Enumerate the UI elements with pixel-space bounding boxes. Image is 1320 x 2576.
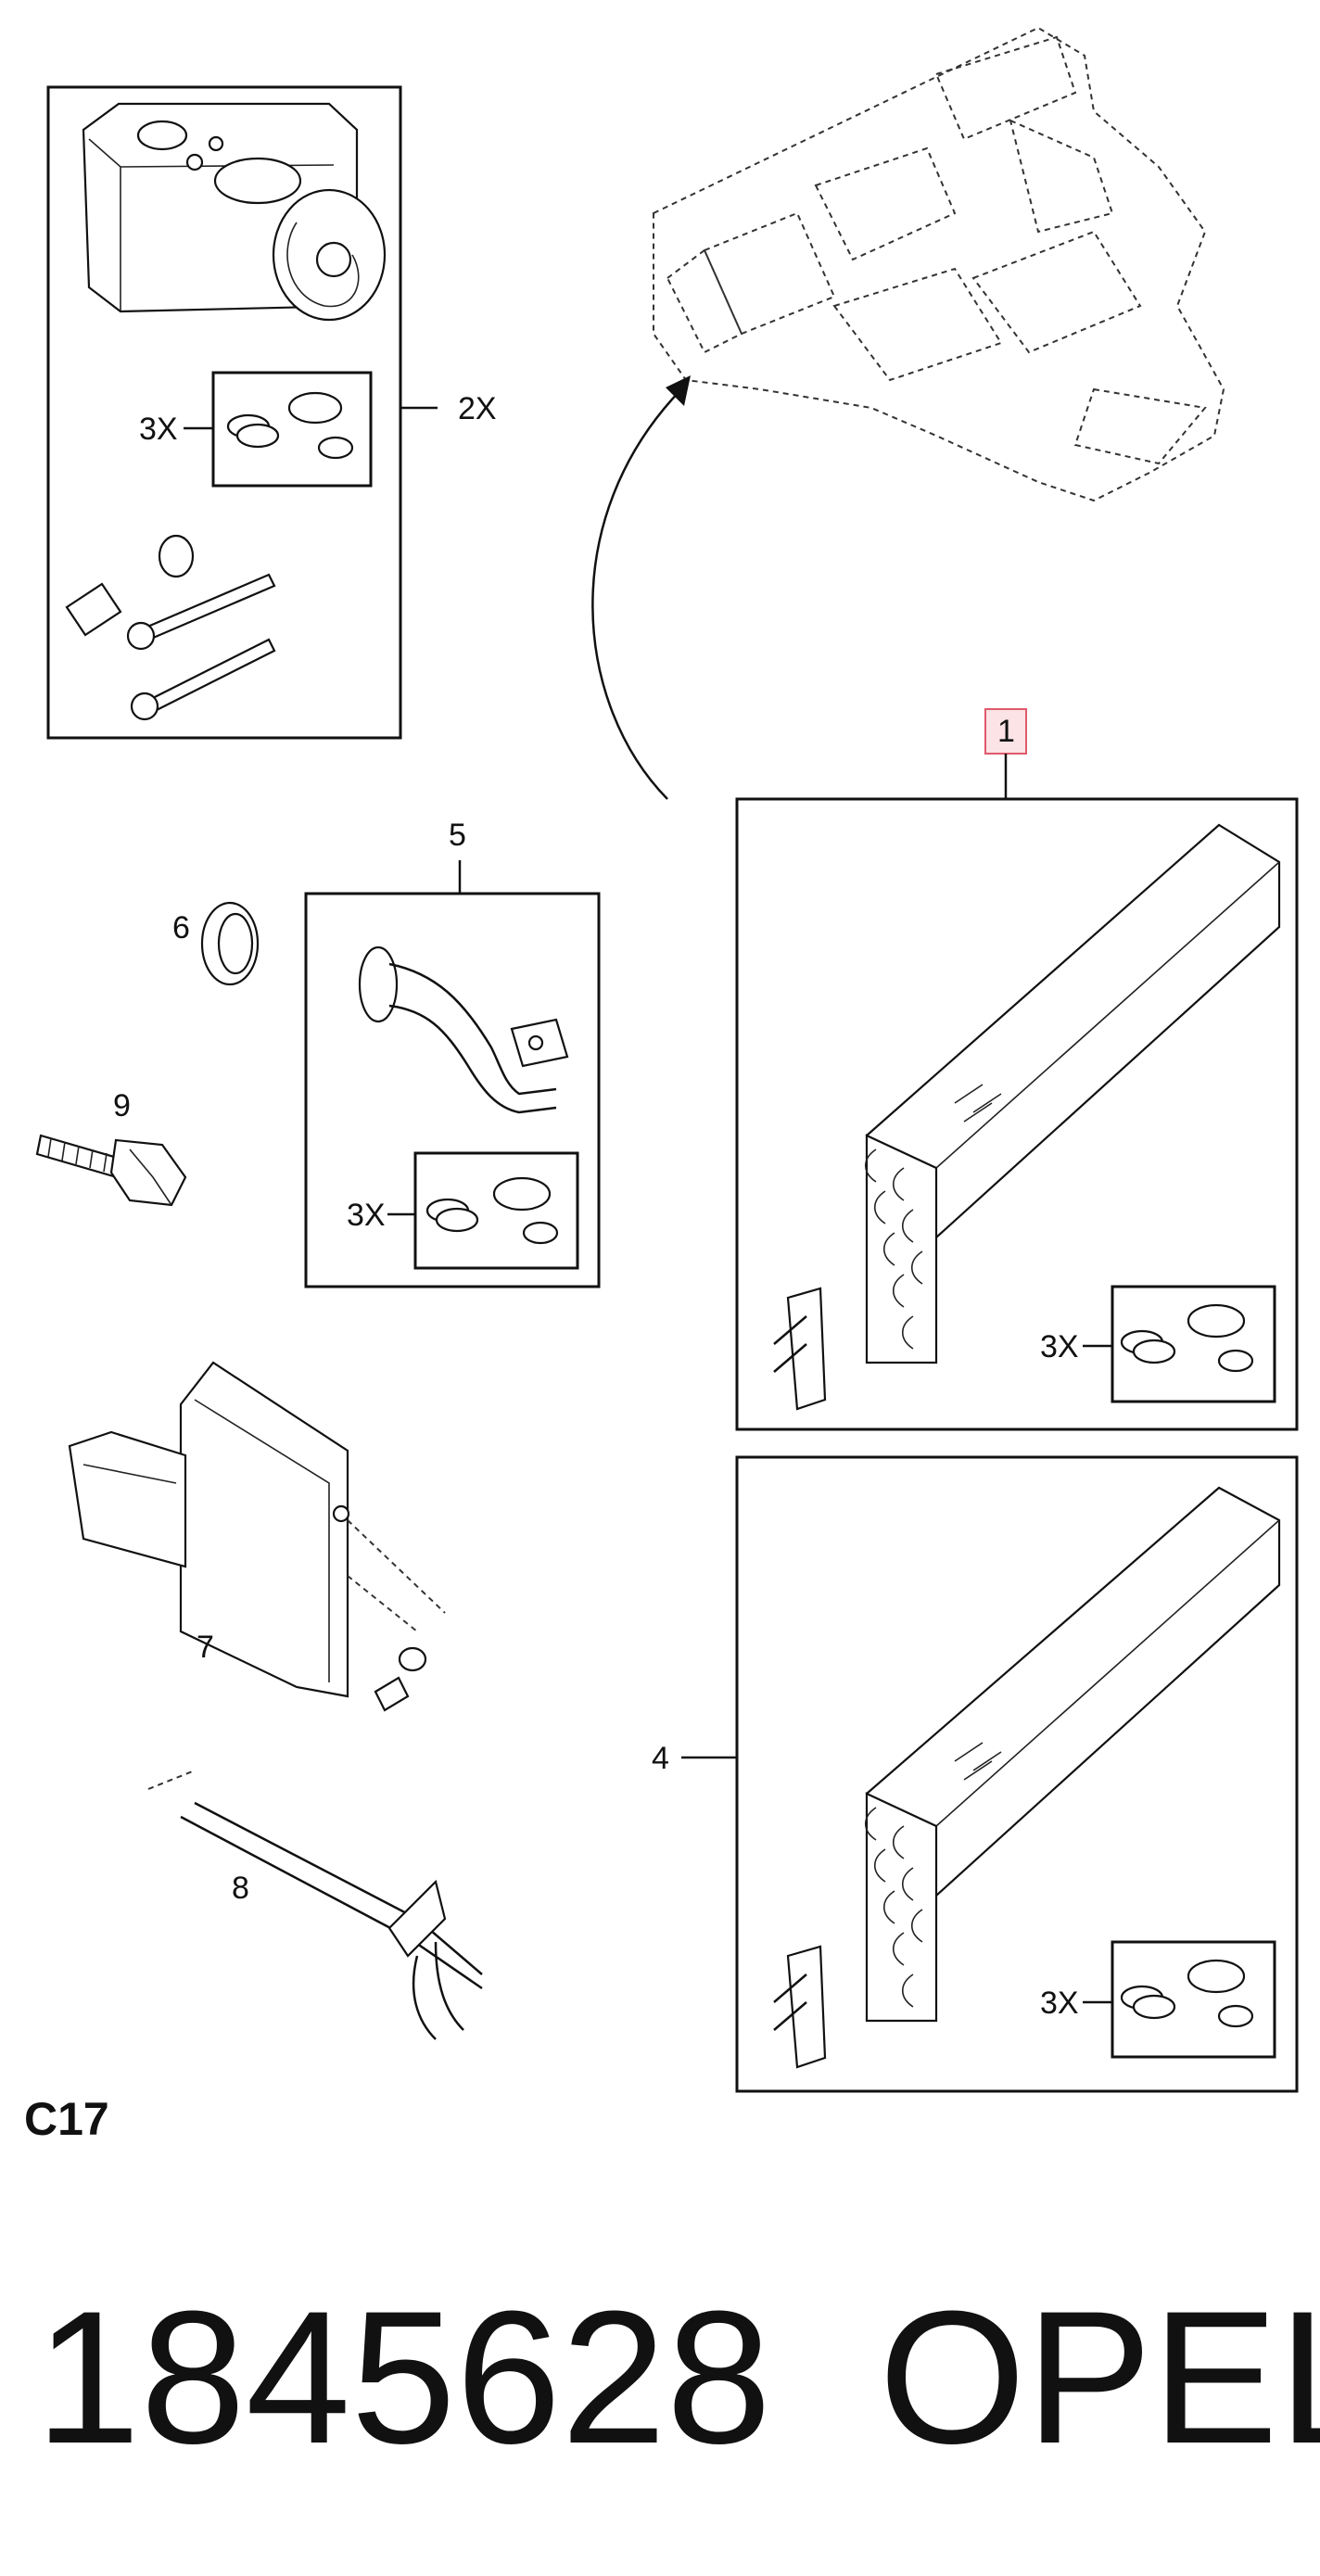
callout-3x-valve: 3X [139,412,178,447]
evaporator-alt-box [681,1455,1299,2093]
callout-2x: 2X [458,391,497,426]
evaporator-alt-o-rings-drawing [1120,1959,1254,2028]
pipe-o-rings-drawing [425,1176,559,1245]
screws-drawing [65,534,276,721]
expansion-valve-kit-box [46,85,438,740]
callout-1: 1 [997,714,1015,749]
evaporator-alt-core-drawing [773,1486,1281,2069]
callout-5: 5 [449,818,466,853]
callout-3x-pipe: 3X [347,1198,386,1233]
evaporator-o-rings-drawing [1120,1303,1254,1373]
pipe-kit-box [304,860,601,1288]
bolt-drawing [35,1134,187,1207]
callout-6: 6 [172,910,190,945]
expansion-valve-drawing [82,102,387,322]
sheet-code: C17 [24,2093,109,2145]
callout-8: 8 [232,1871,249,1906]
heater-housing-drawing [653,26,1225,502]
evaporator-core-drawing [773,823,1281,1411]
callout-3x-evaporator: 3X [1040,1329,1079,1364]
fitment-arrow [591,375,691,800]
callout-7: 7 [197,1630,214,1665]
evaporator-box [735,708,1299,1431]
pipe-drawing [358,945,569,1114]
callout-3x-evaporator-alt: 3X [1040,1986,1079,2021]
heater-core-drawing [68,1361,446,1712]
part-number: 1845628 [35,2272,771,2483]
o-ring-set-drawing [226,391,354,460]
seal-ring-drawing [200,901,260,986]
drain-strip-drawing [147,1770,483,2040]
callout-9: 9 [113,1088,131,1123]
callout-4: 4 [652,1741,669,1776]
brand-name: OPEL [879,2272,1320,2483]
